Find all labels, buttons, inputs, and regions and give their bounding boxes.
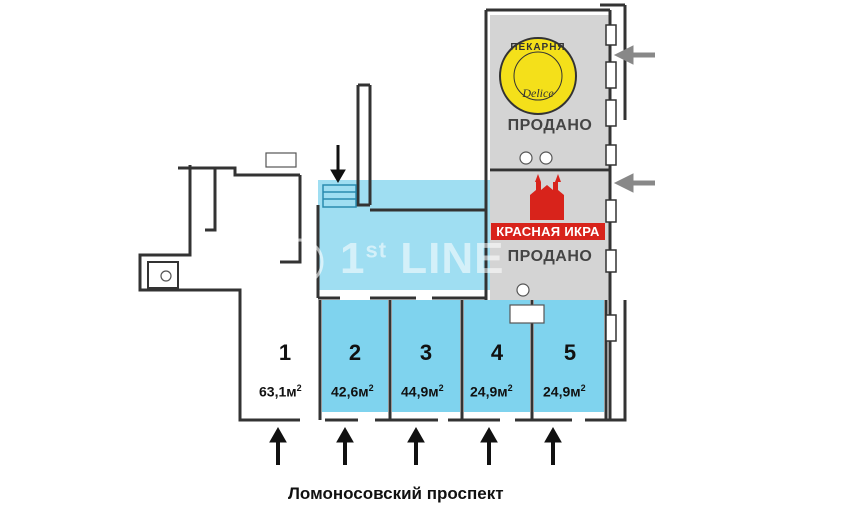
- unit-5-area-sup: 2: [580, 383, 586, 393]
- unit-3-area-sup: 2: [438, 383, 444, 393]
- right-windows: [605, 24, 617, 342]
- unit-5-area: 24,9м2: [543, 383, 586, 400]
- side-arrows: [613, 45, 655, 193]
- unit-1-area-value: 63,1м: [259, 383, 297, 400]
- unit-4-area-sup: 2: [507, 383, 513, 393]
- unit-3-fill[interactable]: [392, 300, 460, 412]
- unit-2-area-sup: 2: [368, 383, 374, 393]
- unit-5-fill[interactable]: [534, 300, 604, 412]
- bakery-logo: [499, 37, 577, 115]
- unit-1-number[interactable]: 1: [278, 340, 292, 365]
- bakery-logo-line1: ПЕКАРНЯ: [510, 42, 566, 53]
- watermark: 1st LINE: [340, 234, 505, 284]
- unit-5-area-value: 24,9м: [543, 383, 581, 400]
- unit-3-area-value: 44,9м: [401, 383, 439, 400]
- watermark-text: 1: [340, 234, 366, 283]
- watermark-circle: [276, 238, 324, 286]
- unit-3-area: 44,9м2: [401, 383, 444, 400]
- walls: [138, 3, 627, 422]
- unit-2-fill[interactable]: [322, 300, 388, 412]
- sold-label-caviar: ПРОДАНО: [507, 248, 593, 265]
- stairs-icon: [322, 184, 357, 208]
- watermark-tail: LINE: [387, 234, 505, 283]
- unit-4-number[interactable]: 4: [490, 340, 504, 365]
- entrance-arrows: [269, 145, 562, 465]
- street-name: Ломоносовский проспект: [288, 484, 504, 503]
- unit-4-area: 24,9м2: [470, 383, 513, 400]
- caviar-logo-text: КРАСНАЯ ИКРА: [491, 223, 605, 240]
- bakery-logo-line2: Delice: [522, 86, 554, 100]
- sold-label-bakery: ПРОДАНО: [507, 117, 593, 134]
- watermark-sup: st: [365, 237, 388, 263]
- unit-1-area: 63,1м2: [259, 383, 302, 400]
- unit-2-area-value: 42,6м: [331, 383, 369, 400]
- unit-2-area: 42,6м2: [331, 383, 374, 400]
- unit-2-number[interactable]: 2: [348, 340, 362, 365]
- unit-5-number[interactable]: 5: [563, 340, 577, 365]
- fixtures: [160, 151, 553, 324]
- unit-4-area-value: 24,9м: [470, 383, 508, 400]
- unit-1-area-sup: 2: [296, 383, 302, 393]
- unit-3-number[interactable]: 3: [419, 340, 433, 365]
- caviar-castle-icon: [530, 174, 564, 220]
